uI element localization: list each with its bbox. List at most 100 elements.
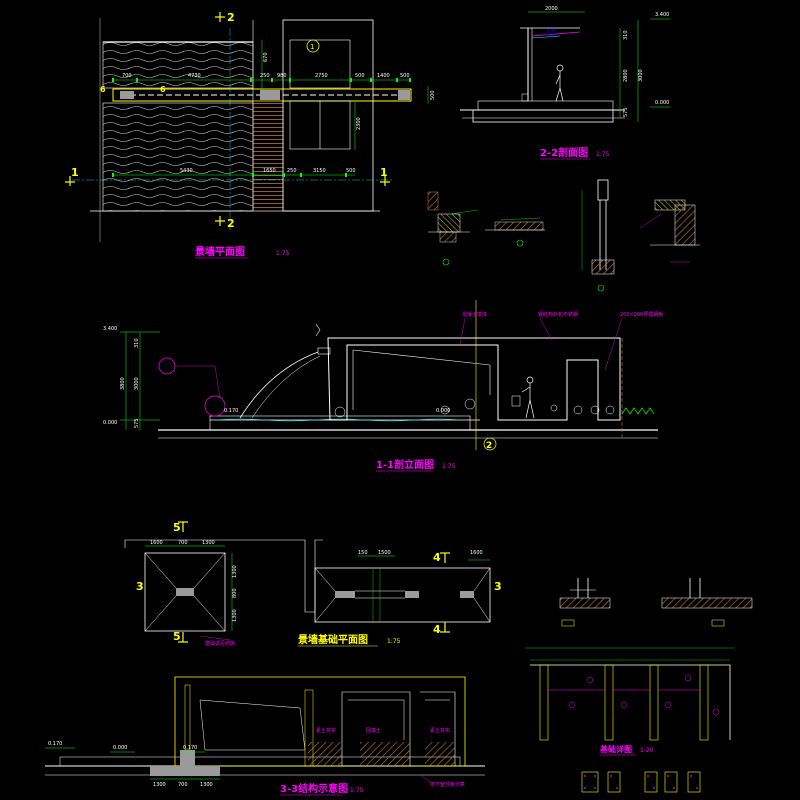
fnd-dim-1: 700 — [178, 540, 188, 546]
water-surface-bottom — [102, 102, 254, 212]
plan-dim-9: 1650 — [263, 168, 276, 174]
s33-note-1: 回填土 — [366, 727, 381, 734]
s22-dim-2: 2800 — [623, 69, 629, 82]
section-2-2: 2000 310 2800 3000 575 3.400 0.000 2-2剖面… — [460, 6, 670, 160]
s33-scale: 1:75 — [350, 787, 364, 794]
fnd-sec-0: 5 — [173, 521, 181, 534]
fnd-dim-3: 1300 — [232, 565, 238, 578]
e11-scale: 1:75 — [442, 463, 456, 470]
stair-area — [252, 100, 284, 212]
s22-scale: 1:75 — [596, 151, 610, 158]
svg-text:6: 6 — [160, 85, 166, 94]
fnd-dim-r1: 1500 — [378, 550, 391, 556]
detail-title: 基础详图 — [599, 744, 632, 754]
section-3-3: 素土夯实 回填土 素土夯实 地下室顶板示意 0.170 0.000 0.170 … — [45, 676, 485, 796]
plan-dim-10: 250 — [287, 168, 297, 174]
e11-title: 1-1剖立面图 — [376, 458, 434, 471]
plan-section-right: 1 — [380, 166, 388, 179]
plan-section-top: 2 — [227, 11, 235, 24]
s22-dim-3: 3000 — [638, 69, 644, 82]
e11-level-a: 0.170 — [224, 408, 238, 414]
e11-axis-mark: 2 — [486, 441, 492, 451]
elevation-1-1: 2 混凝土墙体 钢结构外包不锈钢 200×200预埋钢板 3.400 0.000… — [103, 300, 663, 472]
s33-level-0: 0.170 — [48, 741, 62, 747]
s22-dim-1: 310 — [623, 30, 629, 40]
fill-zone-2 — [360, 742, 410, 766]
plan-dim-11: 3150 — [313, 168, 326, 174]
fill-zone-3 — [425, 742, 455, 766]
e11-level-bottom: 0.000 — [103, 420, 117, 426]
plan-dim-2: 250 — [260, 73, 270, 79]
fill-zone-1 — [308, 742, 342, 766]
foundation-detail: 基础详图 1:20 — [525, 578, 753, 793]
plan-title: 景墙平面图 — [195, 245, 245, 258]
fnd-sec-5: 4 — [433, 623, 441, 636]
plan-dim-13: 2300 — [356, 117, 362, 130]
svg-text:6: 6 — [100, 85, 106, 94]
s33-note-2: 素土夯实 — [430, 727, 450, 734]
s22-title: 2-2剖面图 — [540, 146, 588, 159]
plan-dim-1: 4730 — [188, 73, 201, 79]
plan-dim-14: 670 — [263, 52, 269, 62]
fnd-note: 基础详见结施 — [205, 640, 235, 647]
e11-dim-1: 3000 — [134, 377, 140, 390]
e11-note-0: 混凝土墙体 — [462, 311, 487, 318]
e11-level-b: 0.000 — [436, 408, 450, 414]
plan-axis-label: 1 — [310, 43, 314, 51]
column-sections — [581, 771, 701, 793]
s22-level-bottom: 0.000 — [655, 100, 669, 106]
s33-dim-0: 1300 — [153, 782, 166, 788]
fnd-dim-0: 1600 — [150, 540, 163, 546]
fnd-title: 景墙基础平面图 — [298, 633, 368, 646]
plan-dim-4: 2750 — [315, 73, 328, 79]
axis-bubble — [306, 39, 320, 53]
plan-dim-6: 1400 — [377, 73, 390, 79]
building-plan — [282, 19, 374, 212]
plan-dim-0: 700 — [122, 73, 132, 79]
s22-level-top: 3.400 — [655, 12, 669, 18]
plan-dim-5: 500 — [355, 73, 365, 79]
water-surface-top — [102, 41, 254, 89]
s33-level-1: 0.000 — [113, 745, 127, 751]
fnd-scale: 1:75 — [387, 638, 401, 645]
plan-dim-8: 5430 — [180, 168, 193, 174]
wall-frame — [327, 337, 621, 421]
plan-section-marks — [65, 12, 390, 226]
s22-dim-0: 2000 — [545, 6, 558, 12]
s33-dim-1: 700 — [178, 782, 188, 788]
foundation-plan: 1600 700 1300 1300 800 1300 150 1500 160… — [124, 521, 502, 647]
fnd-sec-2: 3 — [136, 580, 144, 593]
small-details — [427, 179, 700, 292]
s22-dim-4: 575 — [623, 107, 629, 117]
fnd-sec-1: 5 — [173, 630, 181, 643]
s33-note-0: 素土夯实 — [316, 727, 336, 734]
detail-scale: 1:20 — [640, 747, 654, 754]
plan-dim-15: 500 — [430, 90, 436, 100]
s33-level-2: 0.170 — [183, 745, 197, 751]
fnd-dim-r2: 1600 — [470, 550, 483, 556]
e11-dim-2: 3800 — [120, 377, 126, 390]
fnd-sec-3: 3 — [494, 580, 502, 593]
plan-section-bottom: 2 — [227, 217, 235, 230]
fnd-sec-4: 4 — [433, 551, 441, 564]
fnd-dim-5: 1300 — [232, 609, 238, 622]
plan-dim-7: 500 — [400, 73, 410, 79]
plan-view: 700 4730 250 980 2750 500 1400 500 5430 … — [65, 11, 436, 259]
fnd-dim-r0: 150 — [358, 550, 368, 556]
plan-section-left: 1 — [71, 166, 79, 179]
person-figure-1-1 — [521, 376, 535, 419]
plan-dim-3: 980 — [277, 73, 287, 79]
s33-title: 3-3结构示意图 — [280, 782, 348, 795]
s33-dim-2: 1300 — [200, 782, 213, 788]
fnd-dim-2: 1300 — [202, 540, 215, 546]
e11-level-top: 3.400 — [103, 326, 117, 332]
person-figure-2-2 — [555, 64, 564, 102]
fnd-dim-4: 800 — [232, 588, 238, 598]
e11-note-2: 200×200预埋钢板 — [620, 311, 663, 318]
e11-dim-3: 575 — [134, 418, 140, 428]
plan-dim-12: 500 — [346, 168, 356, 174]
plan-scale: 1:75 — [276, 250, 290, 257]
stones — [334, 398, 615, 418]
e11-dim-0: 310 — [134, 338, 140, 348]
